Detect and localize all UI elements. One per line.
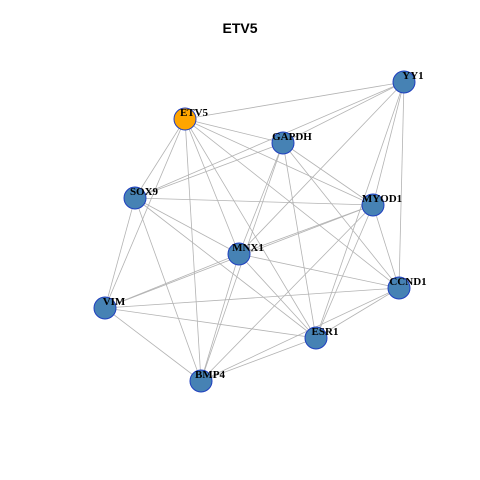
edge-gapdh-sox9 — [134, 142, 284, 199]
node-label-ccnd1: CCND1 — [389, 276, 426, 288]
edge-myod1-bmp4 — [200, 204, 374, 382]
node-sox9[interactable] — [123, 186, 147, 210]
edge-etv5-esr1 — [184, 118, 317, 339]
edge-myod1-ccnd1 — [372, 204, 400, 289]
node-label-yy1: YY1 — [402, 70, 423, 82]
edge-etv5-sox9 — [134, 118, 186, 199]
edge-etv5-yy1 — [184, 81, 405, 120]
edge-etv5-gapdh — [184, 118, 284, 144]
node-label-etv5: ETV5 — [180, 107, 209, 119]
edge-ccnd1-bmp4 — [200, 287, 400, 382]
edge-vim-bmp4 — [104, 307, 202, 382]
edge-ccnd1-vim — [104, 287, 400, 309]
node-label-sox9: SOX9 — [130, 186, 159, 198]
edge-sox9-myod1 — [134, 197, 374, 206]
edge-mnx1-vim — [104, 253, 240, 309]
edge-gapdh-ccnd1 — [282, 142, 400, 289]
edge-myod1-esr1 — [315, 204, 374, 339]
edge-etv5-vim — [104, 118, 186, 309]
node-yy1[interactable] — [392, 70, 416, 94]
edge-etv5-ccnd1 — [184, 118, 400, 289]
node-gapdh[interactable] — [271, 131, 295, 155]
edge-yy1-gapdh — [282, 81, 405, 144]
edge-sox9-mnx1 — [134, 197, 240, 255]
edge-etv5-myod1 — [184, 118, 374, 206]
edge-ccnd1-esr1 — [315, 287, 400, 339]
edge-gapdh-esr1 — [282, 142, 317, 339]
edge-gapdh-myod1 — [282, 142, 374, 206]
node-label-mnx1: MNX1 — [232, 242, 264, 254]
node-ccnd1[interactable] — [387, 276, 411, 300]
edge-yy1-sox9 — [134, 81, 405, 199]
node-bmp4[interactable] — [189, 369, 213, 393]
edge-mnx1-bmp4 — [200, 253, 240, 382]
node-etv5[interactable] — [173, 107, 197, 131]
node-label-myod1: MYOD1 — [362, 193, 402, 205]
edge-sox9-bmp4 — [134, 197, 202, 382]
node-esr1[interactable] — [304, 326, 328, 350]
node-label-esr1: ESR1 — [312, 326, 339, 338]
edge-yy1-myod1 — [372, 81, 405, 206]
node-layer — [93, 70, 416, 393]
edge-sox9-vim — [104, 197, 136, 309]
node-vim[interactable] — [93, 296, 117, 320]
node-mnx1[interactable] — [227, 242, 251, 266]
node-label-gapdh: GAPDH — [272, 131, 312, 143]
node-label-vim: VIM — [103, 296, 126, 308]
edge-layer — [104, 81, 405, 382]
edge-etv5-mnx1 — [184, 118, 240, 255]
edge-mnx1-ccnd1 — [238, 253, 400, 289]
node-label-bmp4: BMP4 — [195, 369, 225, 381]
graph-title: ETV5 — [222, 20, 258, 36]
edge-vim-esr1 — [104, 307, 317, 339]
edge-yy1-mnx1 — [238, 81, 405, 255]
edge-gapdh-mnx1 — [238, 142, 284, 255]
edge-yy1-ccnd1 — [398, 81, 405, 289]
edge-etv5-bmp4 — [184, 118, 202, 382]
node-myod1[interactable] — [361, 193, 385, 217]
edge-sox9-esr1 — [134, 197, 317, 339]
edge-esr1-bmp4 — [200, 337, 317, 382]
